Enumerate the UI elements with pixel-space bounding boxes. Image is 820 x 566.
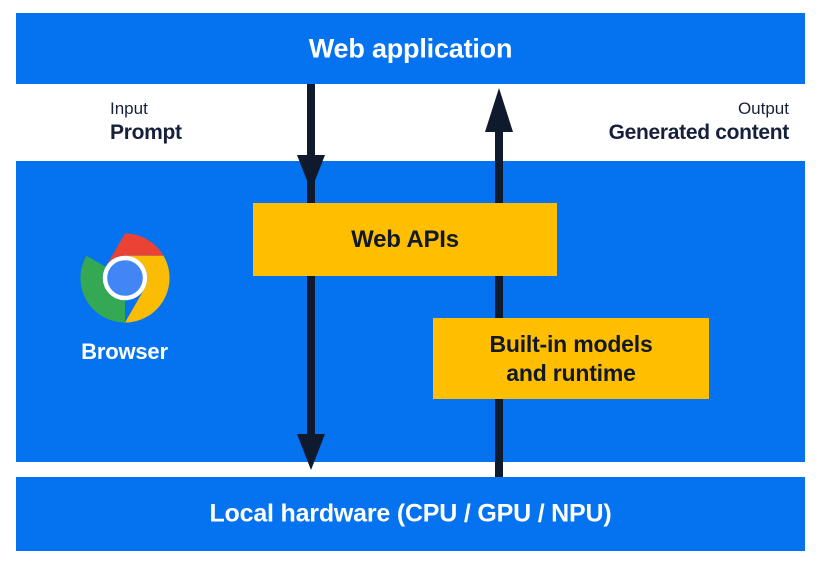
box-builtin-models-line2: and runtime xyxy=(506,359,636,386)
band-local-hardware-label: Local hardware (CPU / GPU / NPU) xyxy=(209,499,612,528)
box-builtin-models: Built-in models and runtime xyxy=(433,318,709,399)
box-builtin-models-text: Built-in models and runtime xyxy=(489,330,652,386)
band-web-application: Web application xyxy=(16,13,805,84)
band-web-application-label: Web application xyxy=(308,33,513,63)
chrome-logo-icon xyxy=(79,233,170,323)
band-local-hardware: Local hardware (CPU / GPU / NPU) xyxy=(16,477,805,551)
output-label-group: Output Generated content xyxy=(608,99,790,145)
browser-group: Browser xyxy=(52,231,197,365)
box-web-apis: Web APIs xyxy=(253,203,557,276)
input-value-label: Prompt xyxy=(110,120,182,144)
box-web-apis-label: Web APIs xyxy=(351,225,459,253)
output-value-label: Generated content xyxy=(608,120,790,144)
box-builtin-models-line1: Built-in models xyxy=(489,331,653,358)
input-kind-label: Input xyxy=(110,99,148,118)
output-kind-label: Output xyxy=(737,99,789,118)
input-label-group: Input Prompt xyxy=(110,99,182,145)
browser-label: Browser xyxy=(81,339,168,364)
